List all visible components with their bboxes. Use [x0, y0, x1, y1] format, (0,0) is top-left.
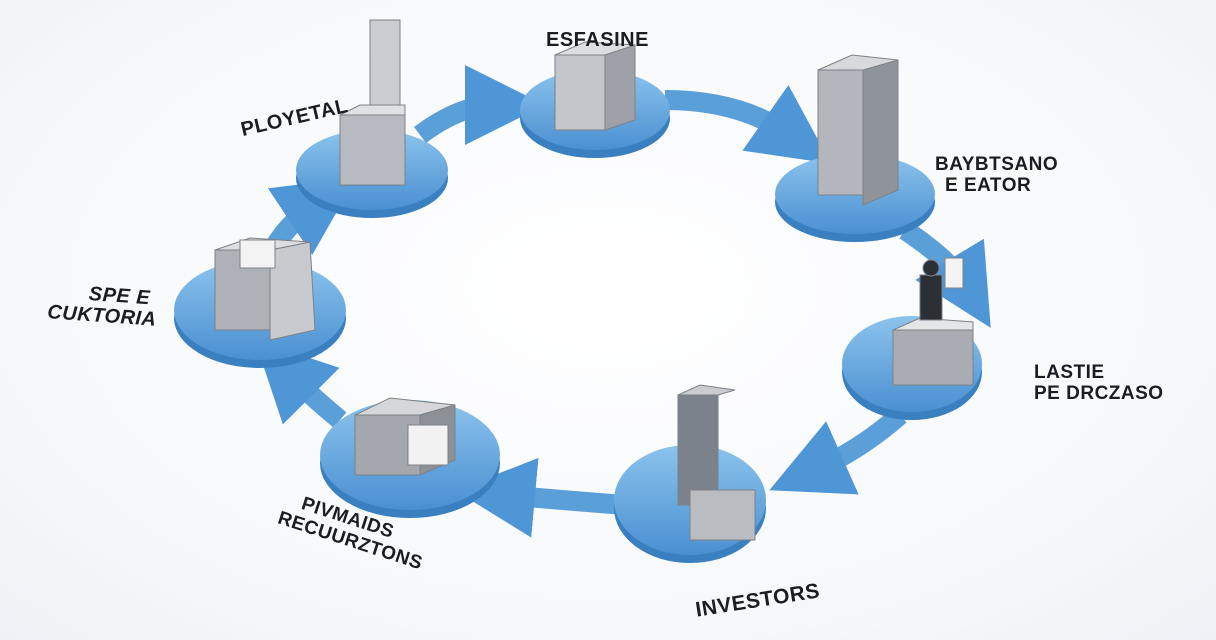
arrow-6-7	[254, 339, 347, 428]
stage-label-2: ESFASINE	[546, 30, 649, 51]
building-highrise-icon	[817, 54, 899, 206]
building-apartment-icon	[214, 237, 316, 341]
arrow-4-5	[769, 407, 907, 495]
label-line: LASTIE	[1034, 362, 1105, 383]
arrow-5-6	[455, 457, 626, 538]
label-line: ESFASINE	[546, 29, 649, 51]
arrow-1-2	[414, 65, 545, 146]
businessman-documents-icon	[892, 257, 974, 386]
building-tower-icon	[339, 19, 406, 186]
arrow-2-3	[664, 85, 831, 164]
label-line: E EATOR	[945, 175, 1032, 196]
building-printer-icon	[354, 397, 456, 476]
label-line: PE DRCZASO	[1034, 383, 1164, 404]
building-block-icon	[554, 41, 636, 131]
building-office-icon	[677, 384, 756, 541]
label-line: BAYBTSANO	[935, 154, 1059, 175]
